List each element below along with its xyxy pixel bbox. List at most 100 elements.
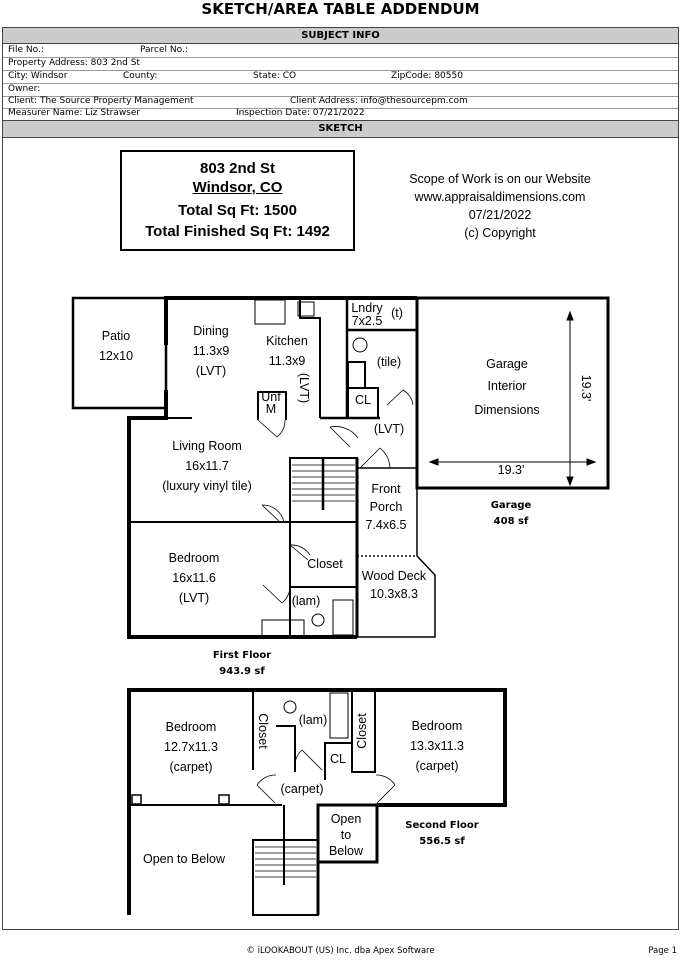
row-city: City: Windsor County: State: CO ZipCode:… xyxy=(3,70,678,84)
area-label: Garage xyxy=(491,500,532,511)
total-sqft: Total Sq Ft: 1500 xyxy=(178,202,297,219)
toilet-icon xyxy=(311,613,325,627)
outer-wall xyxy=(127,688,507,915)
room-label: Living Room xyxy=(172,439,241,453)
vent-icon xyxy=(218,794,230,805)
area-label: First Floor xyxy=(213,650,271,661)
page-number: Page 1 xyxy=(648,946,677,956)
room-floor: (tile) xyxy=(377,355,401,369)
stove-icon xyxy=(297,301,315,317)
area-value: 408 sf xyxy=(494,516,529,527)
finished-sqft: Total Finished Sq Ft: 1492 xyxy=(145,223,330,240)
room-label: Dining xyxy=(193,324,228,338)
room-label: Garage xyxy=(486,357,528,371)
room-label: Closet xyxy=(355,713,369,749)
room-floor: (t) xyxy=(391,306,403,320)
room-floor: (lam) xyxy=(292,594,320,608)
second-floor-walls xyxy=(127,688,507,916)
second-floor-labels: Bedroom 12.7x11.3 (carpet) Closet (lam) … xyxy=(143,713,479,866)
patio-outline xyxy=(71,296,168,410)
footer-copyright: © iLOOKABOUT (US) Inc. dba Apex Software xyxy=(246,946,435,956)
bathtub-icon xyxy=(332,599,354,636)
room-dims: 16x11.7 xyxy=(185,459,229,473)
scope-copyright: (c) Copyright xyxy=(464,226,536,240)
outer-wall-left xyxy=(127,390,357,639)
room-label: Front xyxy=(371,482,401,496)
row-file: File No.: Parcel No.: xyxy=(3,44,678,58)
city: City: Windsor xyxy=(8,71,68,81)
porch-deck-outline xyxy=(357,467,436,638)
sink-icon xyxy=(261,619,305,638)
vanity xyxy=(347,361,366,389)
room-floor: (carpet) xyxy=(169,760,212,774)
room-label: Below xyxy=(329,844,364,858)
room-label: CL xyxy=(355,393,371,407)
open-below-box xyxy=(316,803,379,864)
room-floor: (carpet) xyxy=(415,759,458,773)
first-floor-walls xyxy=(71,296,610,639)
room-label: Closet xyxy=(256,713,270,749)
room-dims: 12.7x11.3 xyxy=(164,740,218,754)
room-label: Bedroom xyxy=(412,719,463,733)
room-dims: 13.3x11.3 xyxy=(410,739,464,753)
door-swings xyxy=(257,389,414,604)
kitchen-wall xyxy=(299,298,321,418)
property-address: Property Address: 803 2nd St xyxy=(8,58,140,68)
counter xyxy=(254,299,286,325)
client: Client: The Source Property Management xyxy=(8,96,194,106)
room-label: Kitchen xyxy=(266,334,308,348)
door-swings xyxy=(256,749,396,804)
row-client: Client: The Source Property Management C… xyxy=(3,95,678,109)
subject-info-header: SUBJECT INFO xyxy=(3,28,678,44)
closet-walls xyxy=(351,690,376,773)
room-label: Open xyxy=(331,812,362,826)
garage-dimension-arrows xyxy=(428,310,597,487)
room-label: Dimensions xyxy=(474,403,539,417)
client-address: Client Address: info@thesourcepm.com xyxy=(290,96,468,106)
parcel-no: Parcel No.: xyxy=(140,45,188,55)
row-address: Property Address: 803 2nd St xyxy=(3,57,678,71)
room-label: Lndry xyxy=(351,301,383,315)
row-measurer: Measurer Name: Liz Strawser Inspection D… xyxy=(3,107,678,121)
summary-box: 803 2nd St Windsor, CO Total Sq Ft: 1500… xyxy=(120,150,355,251)
room-floor: (carpet) xyxy=(280,782,323,796)
county: County: xyxy=(123,71,158,81)
room-label: Closet xyxy=(307,557,343,571)
room-label: CL xyxy=(330,752,346,766)
summary-street: 803 2nd St xyxy=(199,160,276,177)
unf-closet xyxy=(257,391,287,420)
measurer: Measurer Name: Liz Strawser xyxy=(8,108,141,118)
bathtub-icon xyxy=(329,692,349,739)
top-wall xyxy=(164,296,417,345)
zip: ZipCode: 80550 xyxy=(391,71,463,81)
vent-icon xyxy=(131,794,142,805)
room-label: Interior xyxy=(488,379,527,393)
room-dims: 11.3x9 xyxy=(269,354,306,368)
scope-website: www.appraisaldimensions.com xyxy=(414,190,586,204)
owner: Owner: xyxy=(8,84,41,94)
state: State: CO xyxy=(253,71,297,81)
area-value: 943.9 sf xyxy=(219,666,265,677)
room-dims: 7x2.5 xyxy=(352,314,383,328)
dimension-label: 19.3' xyxy=(579,375,593,402)
summary-city: Windsor, CO xyxy=(192,179,283,196)
addendum-frame: SUBJECT INFO File No.: Parcel No.: Prope… xyxy=(2,27,679,930)
room-label: to xyxy=(341,828,351,842)
room-label: Patio xyxy=(102,329,131,343)
room-dims: 10.3x8.3 xyxy=(370,587,418,601)
stair-treads xyxy=(255,846,316,878)
stair-well xyxy=(252,839,319,916)
room-dims: 7.4x6.5 xyxy=(365,518,406,532)
room-floor: (LVT) xyxy=(297,373,311,403)
room-dims: 11.3x9 xyxy=(193,344,230,358)
inspection-date: Inspection Date: 07/21/2022 xyxy=(236,108,365,118)
area-label: Second Floor xyxy=(405,820,479,831)
dimension-label: 19.3' xyxy=(498,463,525,477)
first-floor-labels: Patio 12x10 Dining 11.3x9 (LVT) Kitchen … xyxy=(99,301,593,677)
area-value: 556.5 sf xyxy=(419,836,465,847)
room-floor: (LVT) xyxy=(179,591,209,605)
sketch-header: SKETCH xyxy=(3,121,678,138)
scope-line: Scope of Work is on our Website xyxy=(409,172,591,186)
room-dims: 12x10 xyxy=(99,349,133,363)
